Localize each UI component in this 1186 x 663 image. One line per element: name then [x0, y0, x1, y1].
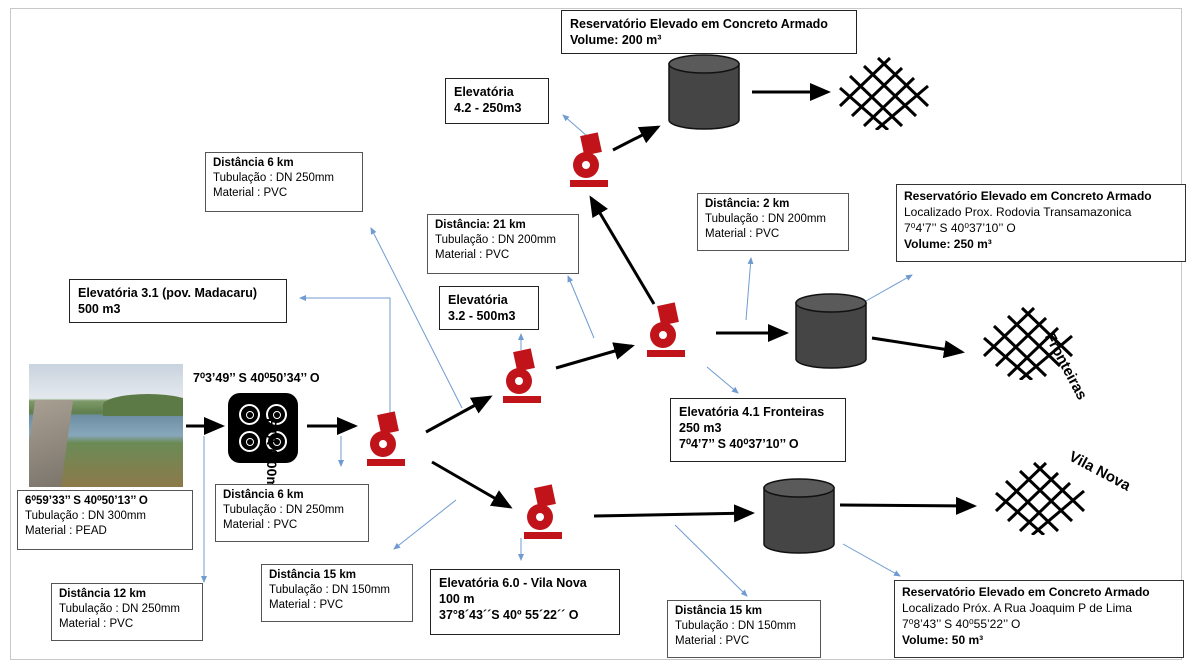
photo-hill [103, 394, 183, 416]
station-info-elev60: Elevatória 6.0 - Vila Nova 100 m 37°8´43… [430, 569, 620, 635]
tank-icon [668, 54, 740, 130]
segment-info-15km-b: Distância 15 km Tubulação : DN 150mm Mat… [667, 600, 821, 658]
diagram-frame [10, 8, 1182, 660]
reservoir-info-vila-nova: Reservatório Elevado em Concreto Armado … [894, 580, 1184, 658]
pump-station-icon [647, 302, 685, 357]
source-material: Material : PEAD [25, 525, 107, 537]
station-info-elev31: Elevatória 3.1 (pov. Madacaru) 500 m3 [69, 279, 287, 323]
eta-icon [228, 393, 298, 463]
source-pipe: Tubulação : DN 300mm [25, 510, 147, 522]
segment-info-2km: Distância: 2 km Tubulação : DN 200mm Mat… [697, 193, 849, 251]
reservoir-photo [29, 364, 183, 487]
pump-station-icon [503, 348, 541, 403]
segment-info-12km: Distância 12 km Tubulação : DN 250mm Mat… [51, 583, 203, 641]
pump-station-icon [570, 132, 608, 187]
station-info-elev32: Elevatória 3.2 - 500m3 [439, 286, 539, 330]
station-info-elev41: Elevatória 4.1 Fronteiras 250 m3 7⁰4’7’’… [670, 398, 846, 462]
source-info-box: 6⁰59’33’’ S 40⁰50’13’’ O Tubulação : DN … [17, 490, 193, 550]
segment-info-15km-a: Distância 15 km Tubulação : DN 150mm Mat… [261, 564, 413, 622]
reservoir-info-top: Reservatório Elevado em Concreto Armado … [561, 10, 857, 54]
eta-coord: 7⁰3’49’’ S 40⁰50’34’’ O [193, 371, 320, 385]
segment-info-21km: Distância: 21 km Tubulação : DN 200mm Ma… [427, 214, 579, 274]
reservoir-info-fronteiras: Reservatório Elevado em Concreto Armado … [896, 184, 1186, 262]
segment-info-eta: Distância 6 km Tubulação : DN 250mm Mate… [215, 484, 369, 542]
distribution-grid-icon [838, 56, 930, 130]
segment-info-top-6km: Distância 6 km Tubulação : DN 250mm Mate… [205, 152, 363, 212]
distribution-grid-icon [994, 461, 1086, 535]
pump-station-icon [367, 411, 405, 466]
pump-station-icon [524, 484, 562, 539]
source-coord: 6⁰59’33’’ S 40⁰50’13’’ O [25, 495, 148, 507]
photo-dam-wall [29, 400, 74, 487]
station-info-elev42: Elevatória 4.2 - 250m3 [445, 78, 549, 124]
distribution-grid-icon [982, 306, 1074, 380]
tank-icon [795, 293, 867, 369]
tank-icon [763, 478, 835, 554]
